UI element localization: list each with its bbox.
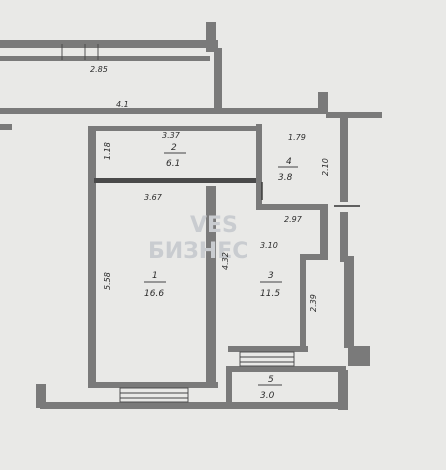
openings (119, 182, 360, 403)
svg-text:4: 4 (286, 157, 292, 167)
svg-text:1: 1 (152, 271, 158, 281)
dim-room1-height: 5.58 (103, 272, 112, 290)
watermark-top: VES (190, 213, 238, 238)
room-3: 3 11.5 (260, 271, 282, 299)
dim-hall-height: 1.18 (103, 142, 112, 160)
dim-room1-width: 3.67 (144, 193, 163, 202)
svg-text:3: 3 (268, 271, 274, 281)
outer-walls (0, 92, 382, 410)
svg-text:11.5: 11.5 (260, 289, 280, 299)
svg-text:3.0: 3.0 (260, 391, 275, 401)
svg-text:6.1: 6.1 (166, 159, 180, 169)
svg-text:16.6: 16.6 (144, 289, 164, 299)
dim-hall-width: 3.37 (162, 131, 181, 140)
room-4: 4 3.8 (278, 157, 298, 183)
room-1: 1 16.6 (144, 271, 166, 299)
svg-text:5: 5 (268, 375, 274, 385)
room-5: 5 3.0 (258, 375, 282, 401)
svg-text:2: 2 (171, 143, 177, 153)
interior-walls (92, 124, 346, 406)
upper-wall-band (0, 22, 222, 110)
dim-tick-top: 4.1 (116, 100, 129, 109)
dim-top-corridor: 2.85 (90, 65, 108, 74)
dim-room3-left: 4.32 (221, 252, 230, 270)
dim-room3-width: 3.10 (260, 241, 278, 250)
dim-room3-top: 2.97 (284, 215, 303, 224)
watermark-bottom: БИЗНЕС (148, 239, 248, 264)
dim-bath-width: 1.79 (288, 133, 306, 142)
dim-bath-height: 2.10 (321, 158, 330, 176)
dim-room3-right: 2.39 (309, 294, 318, 312)
room-2: 2 6.1 (164, 143, 186, 169)
svg-text:3.8: 3.8 (278, 173, 293, 183)
